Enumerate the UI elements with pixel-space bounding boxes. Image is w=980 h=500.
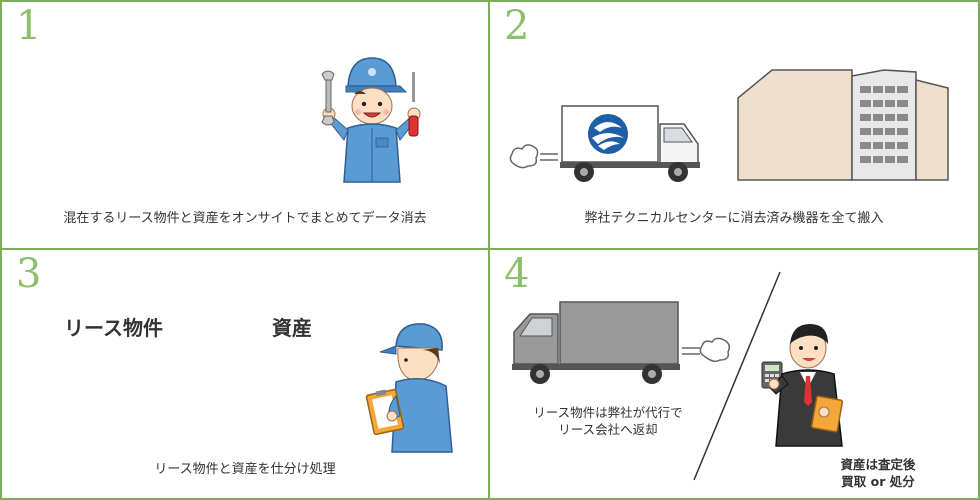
laptop-screen-mark: ? xyxy=(160,108,169,127)
asset-laptop-icon: 資 xyxy=(276,380,321,412)
laptop-icon: ? xyxy=(112,60,162,95)
lease-laptop-icon: リ xyxy=(148,342,193,374)
laptop-icon: ? xyxy=(276,144,326,179)
lease-laptop-icon: リ xyxy=(638,334,666,354)
clipboard-worker-icon xyxy=(365,323,453,453)
asset-laptop-icon: 資 xyxy=(928,402,969,431)
technician-icon xyxy=(321,57,421,183)
asset-laptop-icon: 資 xyxy=(882,402,923,431)
laptop-screen-mark: ? xyxy=(134,150,143,169)
lease-return-note: リース物件は弊社が代行で リース会社へ返却 xyxy=(533,405,683,437)
laptop-screen-mark: 資 xyxy=(339,385,354,403)
asset-laptop-icon: 資 xyxy=(836,368,877,397)
divider-line xyxy=(693,271,781,481)
lease-laptop-icon: リ xyxy=(610,312,638,332)
lease-laptop-icon: リ xyxy=(98,380,143,412)
asset-laptop-icon: 資 xyxy=(324,380,369,412)
laptop-icon: ? xyxy=(166,60,216,95)
asset-laptop-icon: 資 xyxy=(276,342,321,374)
step-number: 3 xyxy=(16,251,42,297)
laptop-screen-mark: ? xyxy=(132,66,141,85)
laptop-icon: ? xyxy=(168,144,218,179)
laptop-screen-mark: リ xyxy=(591,316,600,327)
laptop-screen-mark: 資 xyxy=(896,372,909,389)
laptop-screen-mark: リ xyxy=(113,349,127,365)
laptop-screen-mark: リ xyxy=(619,316,628,327)
step-number: 4 xyxy=(504,251,530,297)
laptop-screen-mark: 資 xyxy=(896,406,909,423)
asset-laptop-icon: 資 xyxy=(836,402,877,431)
step-caption: 弊社テクニカルセンターに消去済み機器を全て搬入 xyxy=(584,211,884,226)
laptop-screen-mark: ? xyxy=(296,150,305,169)
asset-laptop-icon: 資 xyxy=(228,380,273,412)
building-icon xyxy=(737,69,949,181)
laptop-screen-mark: ? xyxy=(268,108,277,127)
laptop-icon: ? xyxy=(248,102,298,137)
laptop-icon: ? xyxy=(220,60,270,95)
laptop-screen-mark: ? xyxy=(240,66,249,85)
laptop-icon: ? xyxy=(86,102,136,137)
lease-laptop-icon: リ xyxy=(148,380,193,412)
exhaust-cloud-icon xyxy=(509,144,558,169)
asset-laptop-icon: 資 xyxy=(228,342,273,374)
businessman-icon xyxy=(761,324,844,447)
laptop-icon: ? xyxy=(140,102,190,137)
lease-laptop-icon: リ xyxy=(98,342,143,374)
asset-laptop-icon: 資 xyxy=(324,342,369,374)
laptop-icon: ? xyxy=(60,144,110,179)
laptop-screen-mark: 資 xyxy=(850,372,863,389)
lease-laptop-icon: リ xyxy=(48,342,93,374)
laptop-screen-mark: ? xyxy=(186,66,195,85)
laptop-screen-mark: リ xyxy=(163,387,177,403)
truck-icon xyxy=(560,105,700,182)
laptop-screen-mark: ? xyxy=(106,108,115,127)
laptop-screen-mark: リ xyxy=(647,316,656,327)
asset-laptop-icon: 資 xyxy=(882,368,923,397)
laptop-screen-mark: リ xyxy=(647,338,656,349)
lease-laptop-icon: リ xyxy=(638,312,666,332)
lease-laptop-icon: リ xyxy=(48,380,93,412)
screwdriver-icon xyxy=(408,72,419,137)
laptop-screen-mark: 資 xyxy=(942,372,955,389)
step-4-panel: 4 リリリリリリ リース物件は弊社が代行で リース会社へ返却 xyxy=(490,250,978,498)
laptop-screen-mark: 資 xyxy=(850,406,863,423)
laptop-screen-mark: 資 xyxy=(339,347,354,365)
step-number: 2 xyxy=(504,3,530,49)
laptop-screen-mark: ? xyxy=(214,108,223,127)
step-2-panel: 2 xyxy=(490,2,978,250)
exhaust-cloud-icon xyxy=(682,337,731,363)
laptop-icon: ? xyxy=(114,144,164,179)
laptop-screen-mark: 資 xyxy=(243,347,258,365)
laptop-screen-mark: 資 xyxy=(243,385,258,403)
laptop-screen-mark: リ xyxy=(619,338,628,349)
laptop-screen-mark: ? xyxy=(242,150,251,169)
laptop-screen-mark: 資 xyxy=(291,347,306,365)
step-caption: 混在するリース物件と資産をオンサイトでまとめてデータ消去 xyxy=(63,211,427,226)
laptop-screen-mark: リ xyxy=(591,338,600,349)
laptop-screen-mark: リ xyxy=(63,387,77,403)
laptop-screen-mark: ? xyxy=(188,150,197,169)
step-3-panel: 3 リース物件 資産 リリリリリリ資資資資資資 リース物件と資産を仕分け処理 xyxy=(2,250,490,498)
lease-group-label: リース物件 xyxy=(64,316,163,340)
laptop-screen-mark: ? xyxy=(80,150,89,169)
lease-laptop-icon: リ xyxy=(582,312,610,332)
lease-laptop-icon: リ xyxy=(582,334,610,354)
laptop-screen-mark: 資 xyxy=(291,385,306,403)
step-caption: リース物件と資産を仕分け処理 xyxy=(154,462,336,477)
asset-appraisal-note: 資産は査定後 買取 or 処分 xyxy=(840,457,916,489)
laptop-screen-mark: リ xyxy=(113,387,127,403)
lease-laptop-icon: リ xyxy=(610,334,638,354)
asset-laptop-icon: 資 xyxy=(928,368,969,397)
asset-group-label: 資産 xyxy=(272,316,312,340)
laptop-icon: ? xyxy=(194,102,244,137)
step-1-panel: 1 ???????????? xyxy=(2,2,490,250)
step-number: 1 xyxy=(16,3,42,49)
laptop-screen-mark: 資 xyxy=(942,406,955,423)
laptop-screen-mark: リ xyxy=(63,349,77,365)
wrench-icon xyxy=(321,70,335,126)
laptop-icon: ? xyxy=(222,144,272,179)
laptop-screen-mark: リ xyxy=(163,349,177,365)
